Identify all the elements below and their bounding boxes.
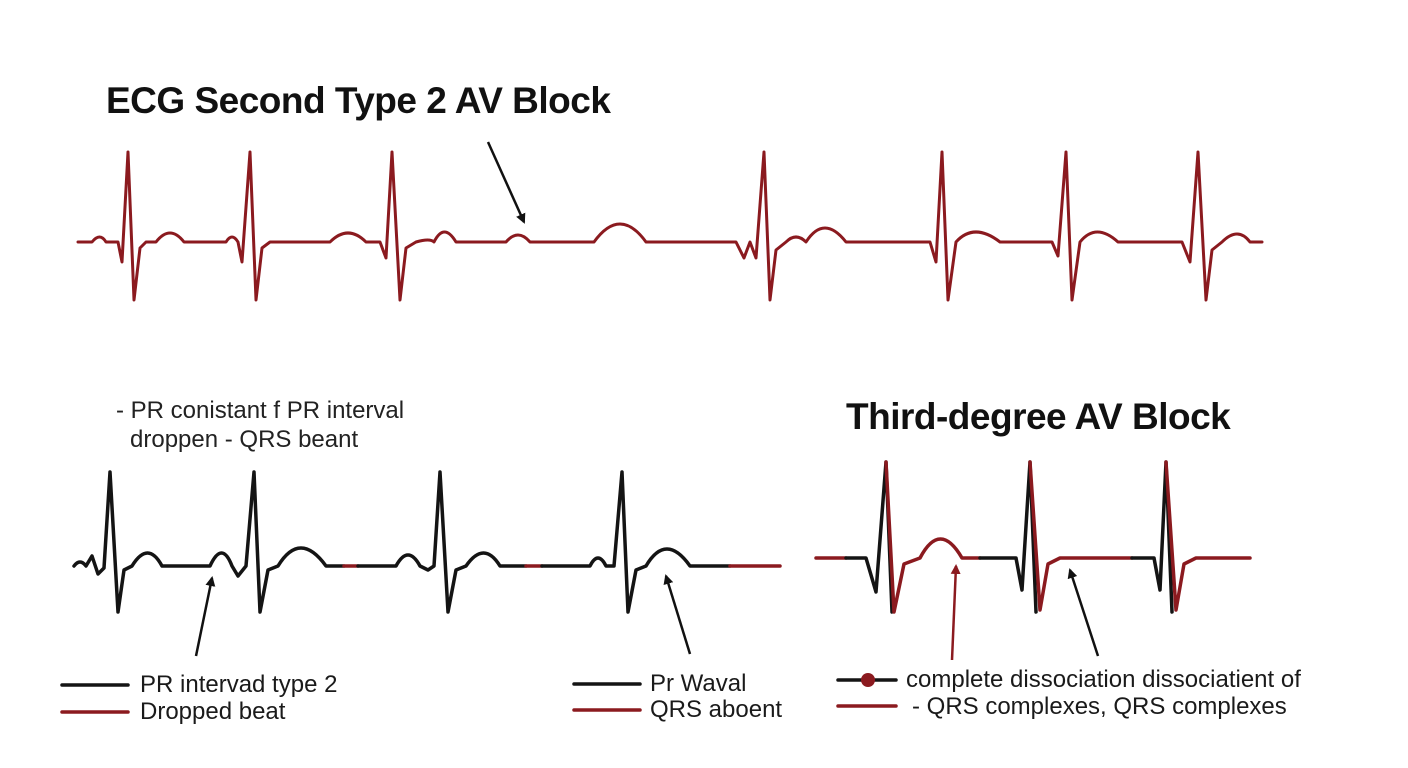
p-wave-arrow (663, 574, 692, 655)
note-line-1: - PR conistant f PR interval (116, 397, 405, 424)
dissociation-arrow-black (1067, 568, 1100, 657)
legend-swatches (60, 673, 898, 714)
legend-right-dot (861, 673, 875, 687)
top-ecg-strip (76, 150, 1264, 302)
legend-middle-label-1: Pr Waval (650, 670, 747, 697)
bottom-left-ecg-strip (72, 470, 782, 614)
legend-left-label-1: PR intervad type 2 (140, 671, 338, 698)
third-degree-title: Third-degree AV Block (846, 396, 1231, 437)
legend-middle-label-2: QRS aboent (650, 696, 783, 723)
main-title: ECG Second Type 2 AV Block (106, 80, 611, 121)
pr-interval-arrow (194, 576, 216, 657)
legend-left-label-2: Dropped beat (140, 698, 286, 725)
bottom-right-ecg-strip (814, 460, 1252, 614)
legend-right-label-2: - QRS complexes, QRS complexes (912, 693, 1287, 720)
note-line-2: droppen - QRS beant (130, 426, 359, 453)
top-annotation-arrow (486, 141, 526, 224)
dissociation-arrow-red (950, 564, 961, 661)
legend-right-label-1: complete dissociation dissociatient of (906, 666, 1301, 693)
